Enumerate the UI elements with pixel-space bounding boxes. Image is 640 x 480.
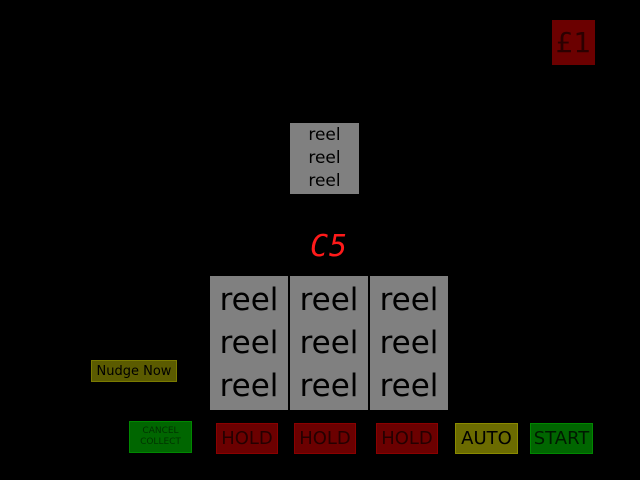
collect-label: COLLECT: [140, 437, 181, 447]
reel-symbol: reel: [299, 367, 359, 404]
small-reel-symbol: reel: [308, 125, 341, 145]
nudge-now-button[interactable]: Nudge Now: [91, 360, 177, 382]
start-label: START: [533, 428, 590, 449]
reel-symbol: reel: [219, 281, 279, 318]
reel-symbol: reel: [219, 324, 279, 361]
hold-label: HOLD: [381, 428, 433, 449]
hold-button-1[interactable]: HOLD: [216, 423, 278, 454]
reel-3: reel reel reel: [370, 276, 448, 410]
auto-label: AUTO: [461, 428, 512, 449]
auto-button[interactable]: AUTO: [455, 423, 518, 454]
reel-symbol: reel: [379, 367, 439, 404]
hold-button-2[interactable]: HOLD: [294, 423, 356, 454]
hold-label: HOLD: [299, 428, 351, 449]
credit-label: £1: [555, 26, 592, 59]
reel-2: reel reel reel: [290, 276, 368, 410]
reel-symbol: reel: [379, 324, 439, 361]
small-reel-window: reel reel reel: [290, 123, 359, 194]
segment-display-value: C5: [309, 228, 349, 264]
credit-indicator: £1: [552, 20, 595, 65]
small-reel-symbol: reel: [308, 171, 341, 191]
cancel-collect-button[interactable]: CANCEL COLLECT: [129, 421, 192, 453]
start-button[interactable]: START: [530, 423, 593, 454]
nudge-now-label: Nudge Now: [96, 363, 172, 379]
segment-display: C5: [306, 227, 352, 265]
hold-button-3[interactable]: HOLD: [376, 423, 438, 454]
reel-1: reel reel reel: [210, 276, 288, 410]
hold-label: HOLD: [221, 428, 273, 449]
small-reel-symbol: reel: [308, 148, 341, 168]
reel-symbol: reel: [219, 367, 279, 404]
cancel-label: CANCEL: [142, 426, 179, 436]
reel-symbol: reel: [299, 281, 359, 318]
reel-symbol: reel: [379, 281, 439, 318]
reel-symbol: reel: [299, 324, 359, 361]
